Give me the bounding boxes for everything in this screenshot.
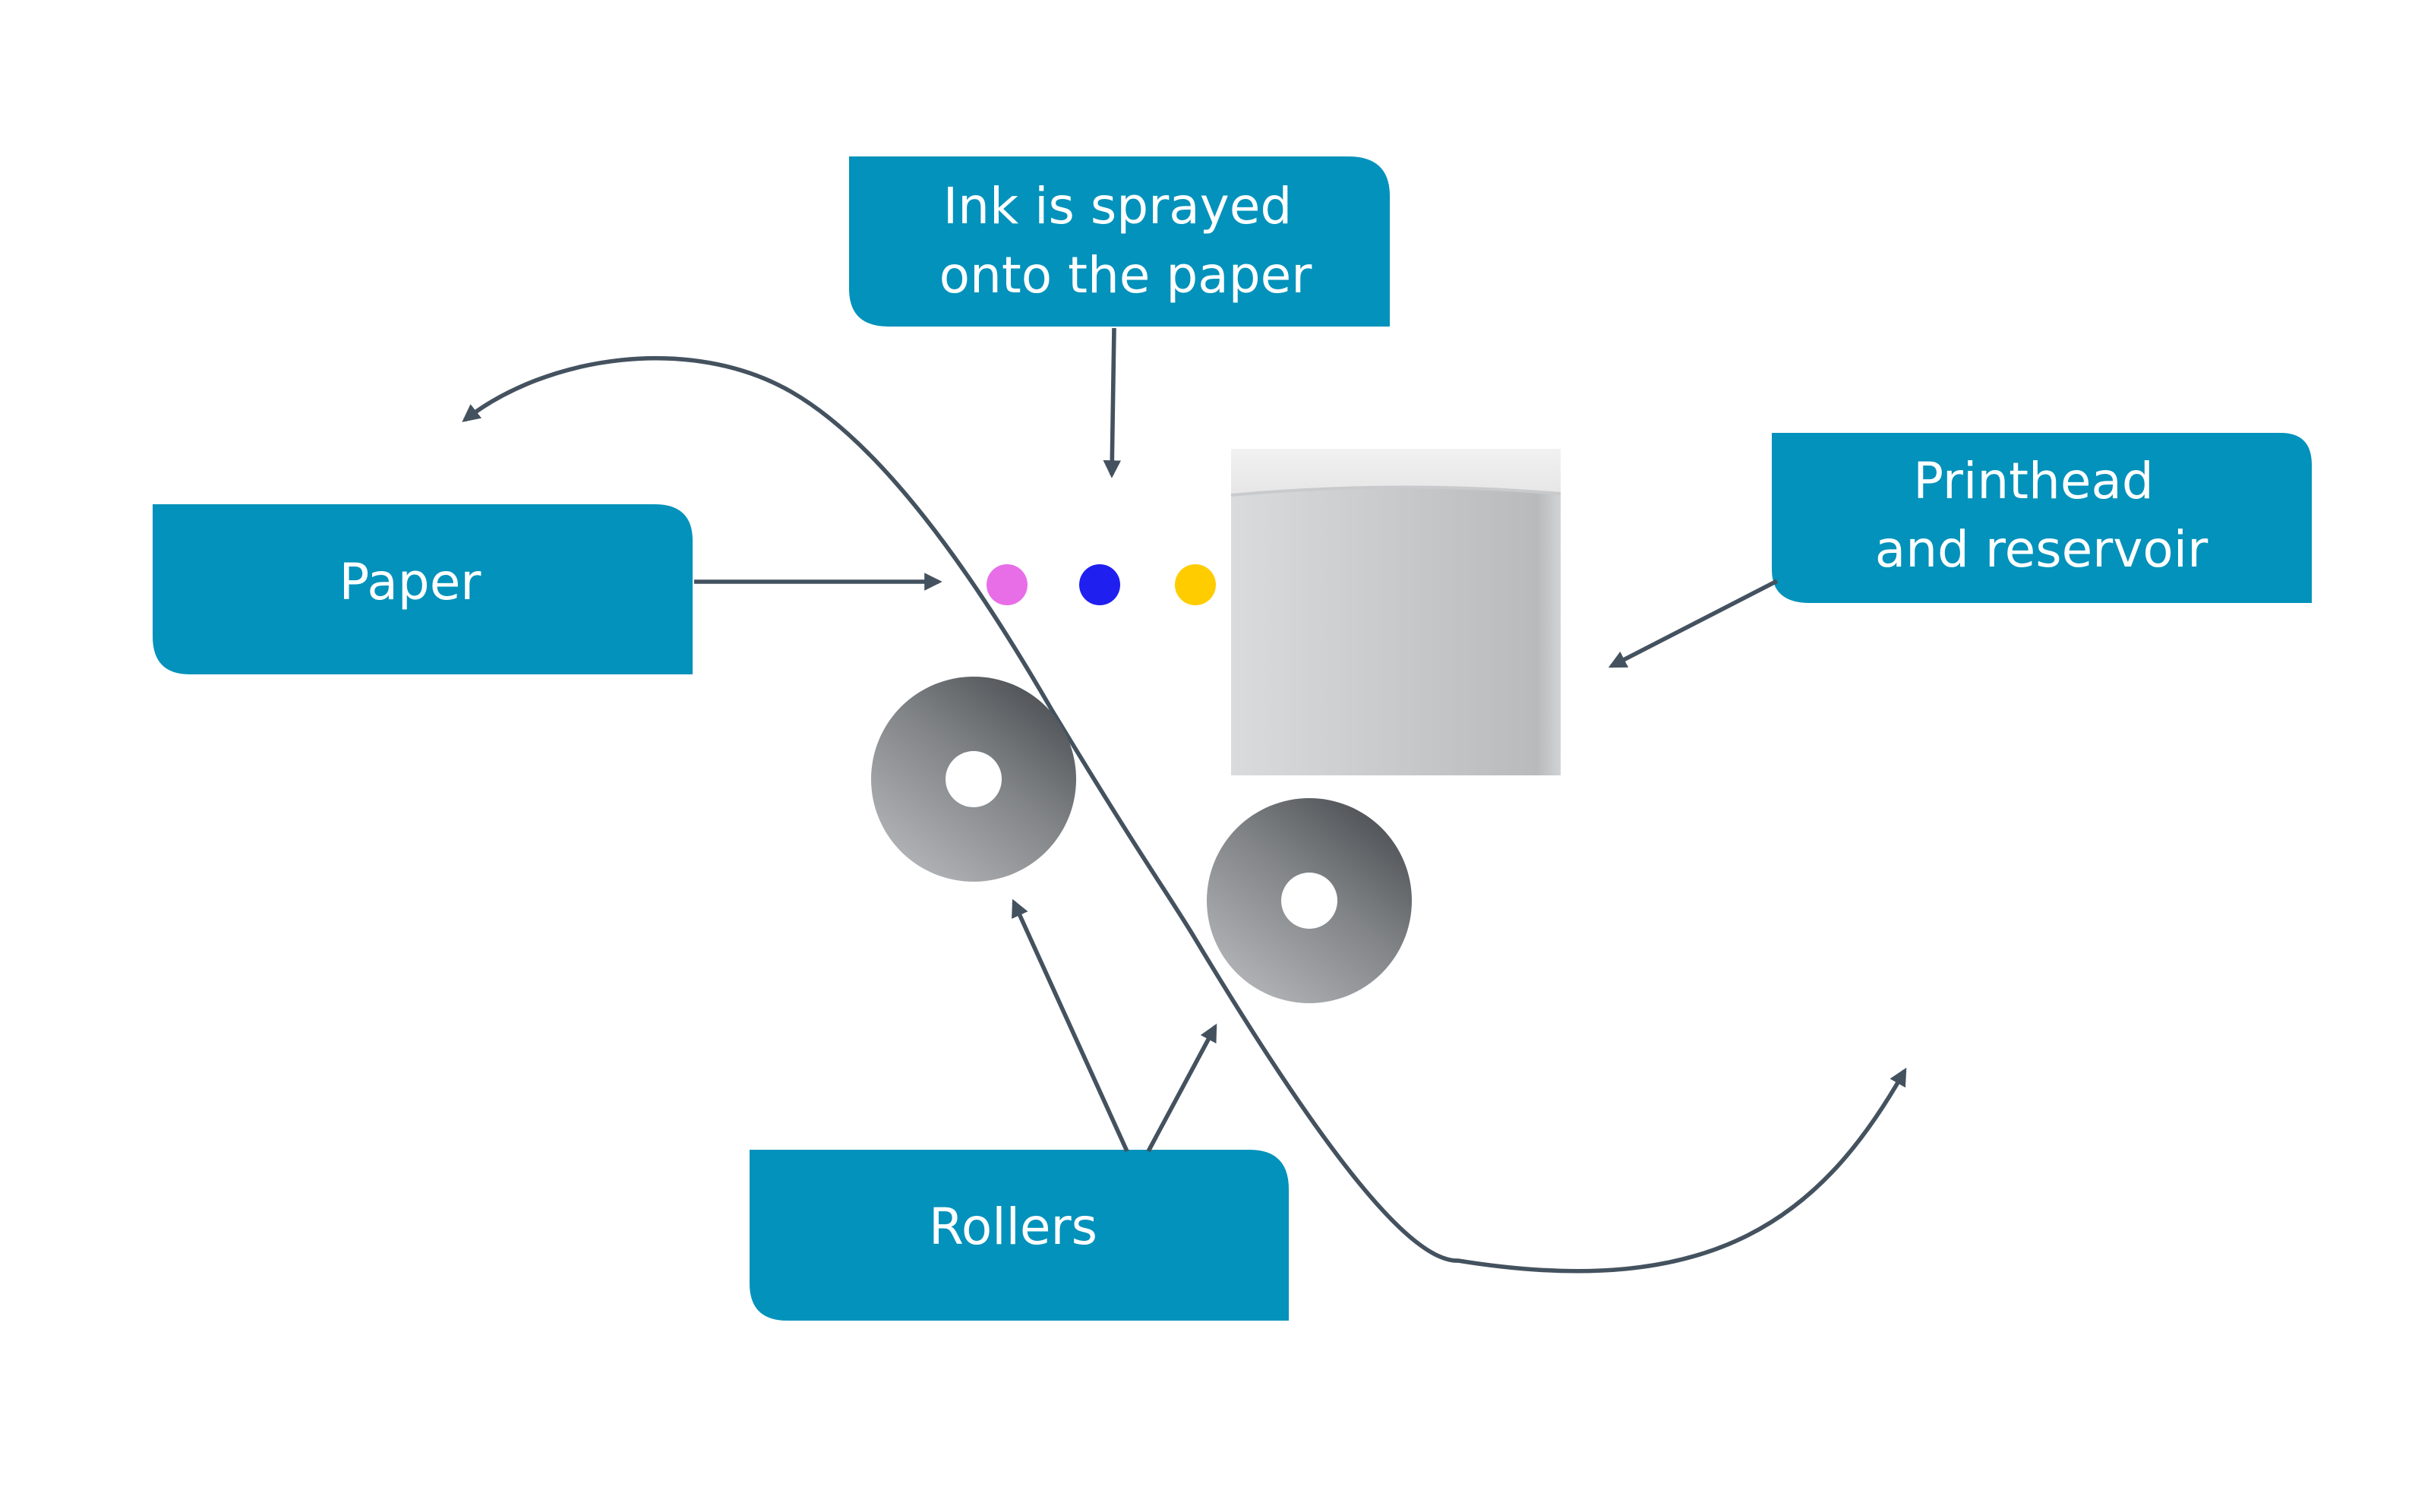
printhead-label-text: Printhead and reservoir xyxy=(1875,452,2208,579)
paper-curve-arrow xyxy=(462,355,1907,1274)
printhead-label-line1: Printhead xyxy=(1913,452,2154,510)
printhead-label-arrow xyxy=(1608,579,1779,668)
lower-roller xyxy=(1207,798,1412,1003)
upper-roller xyxy=(871,677,1076,882)
printhead-label-line2: and reservoir xyxy=(1875,520,2208,579)
magenta-ink-drop xyxy=(987,564,1028,605)
ink-label-line2: onto the paper xyxy=(939,246,1313,305)
yellow-ink-drop xyxy=(1175,564,1216,605)
rollers-label-text: Rollers xyxy=(929,1198,1097,1256)
rollers-arrow-upper xyxy=(1012,898,1129,1153)
paper-label-box xyxy=(153,504,693,674)
rollers-arrow-lower xyxy=(1146,1023,1217,1153)
paper-label-text: Paper xyxy=(339,553,482,611)
ink-label-arrow xyxy=(1103,327,1122,478)
ink-label-box xyxy=(849,156,1390,327)
printhead-label-box xyxy=(1772,433,2312,603)
ink-label-line1: Ink is sprayed xyxy=(943,177,1293,235)
printhead-reservoir xyxy=(1230,449,1561,775)
rollers-label-box xyxy=(750,1150,1289,1321)
ink-label-text: Ink is sprayed onto the paper xyxy=(939,177,1313,305)
blue-ink-drop xyxy=(1079,564,1120,605)
